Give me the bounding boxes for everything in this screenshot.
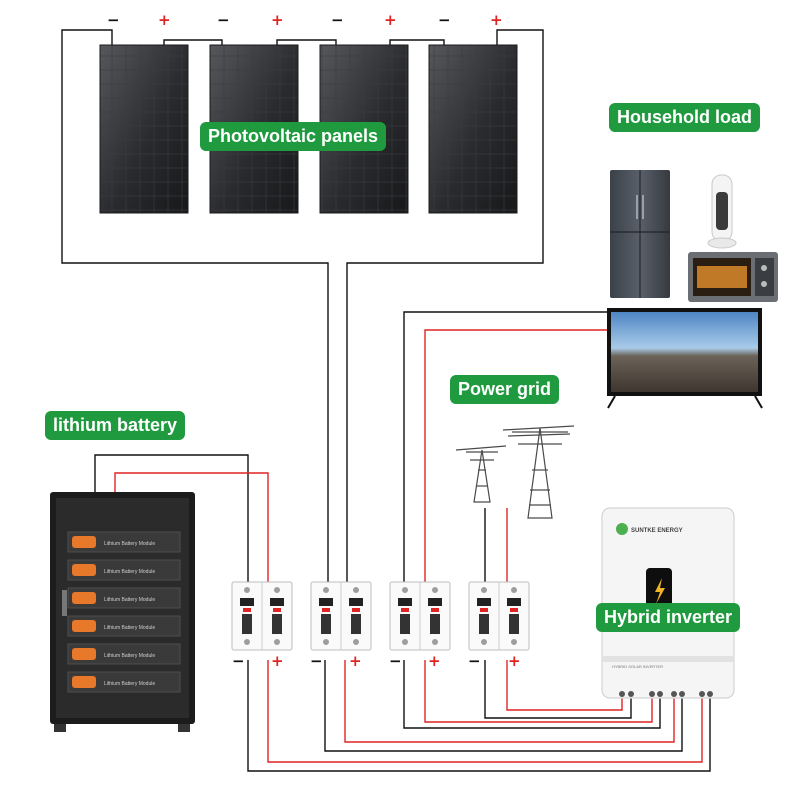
label-hybrid-inverter: Hybrid inverter [596,603,741,632]
lightning-icon [655,578,665,604]
battery-positive-wire [114,472,269,582]
battery-module: Lithium Battery Module [67,587,181,609]
battery-module: Lithium Battery Module [67,531,181,553]
breaker3-positive-sign: + [428,652,441,670]
power-pylons-image [455,425,575,519]
load-positive-wire [424,329,608,582]
pv1-positive-sign: + [158,11,171,29]
grid-out-negative [484,660,632,719]
panel-link-2-3 [276,39,337,45]
battery-module-label: Lithium Battery Module [104,541,155,547]
battery-out-negative [247,660,711,772]
breaker4-positive-sign: + [508,652,521,670]
battery-module-label: Lithium Battery Module [104,625,155,631]
battery-module-label: Lithium Battery Module [104,681,155,687]
load-out-positive [424,660,653,723]
circuit-breaker [468,581,530,651]
battery-module: Lithium Battery Module [67,615,181,637]
pv-out-positive [344,660,675,743]
load-negative-wire [403,311,608,582]
pv4-positive-sign: + [490,11,503,29]
pv3-negative-sign: − [331,11,344,29]
label-photovoltaic-panels: Photovoltaic panels [200,122,387,151]
pv2-negative-sign: − [217,11,230,29]
breaker1-negative-sign: − [232,652,245,670]
pv4-negative-sign: − [438,11,451,29]
oven-image [688,252,778,302]
television-image [607,308,763,409]
load-out-negative [403,660,661,729]
breaker2-negative-sign: − [310,652,323,670]
label-lithium-battery: lithium battery [45,411,186,440]
pv3-positive-sign: + [384,11,397,29]
circuit-breaker [231,581,293,651]
battery-module-label: Lithium Battery Module [104,653,155,659]
refrigerator-image [610,170,670,298]
inverter-logo-icon [616,523,628,535]
battery-rack-image [50,492,195,732]
pv2-positive-sign: + [271,11,284,29]
inverter-brand-text: SUNTKE ENERGY [631,528,683,534]
circuit-breakers [231,581,530,651]
battery-module: Lithium Battery Module [67,643,181,665]
circuit-breaker [389,581,451,651]
battery-negative-wire [94,454,249,582]
battery-module: Lithium Battery Module [67,671,181,693]
battery-out-positive [267,660,703,763]
pv-positive-wire [346,29,544,582]
inverter-model-text: HYBRID SOLAR INVERTER [612,664,663,669]
pv-panel-1 [99,44,189,214]
breaker1-positive-sign: + [271,652,284,670]
breaker2-positive-sign: + [349,652,362,670]
circuit-breaker [310,581,372,651]
wiring [61,29,711,772]
battery-module-label: Lithium Battery Module [104,597,155,603]
panel-link-1-2 [163,39,223,45]
pv1-negative-sign: − [107,11,120,29]
panel-link-3-4 [389,39,445,45]
pv-negative-wire [61,29,329,582]
heater-image [707,174,737,249]
pv-out-negative [324,660,683,752]
battery-module-label: Lithium Battery Module [104,569,155,575]
breaker3-negative-sign: − [389,652,402,670]
label-power-grid: Power grid [450,375,560,404]
battery-module: Lithium Battery Module [67,559,181,581]
breaker4-negative-sign: − [468,652,481,670]
grid-out-positive [506,660,623,711]
label-household-load: Household load [609,103,760,132]
pv-panel-4 [428,44,518,214]
